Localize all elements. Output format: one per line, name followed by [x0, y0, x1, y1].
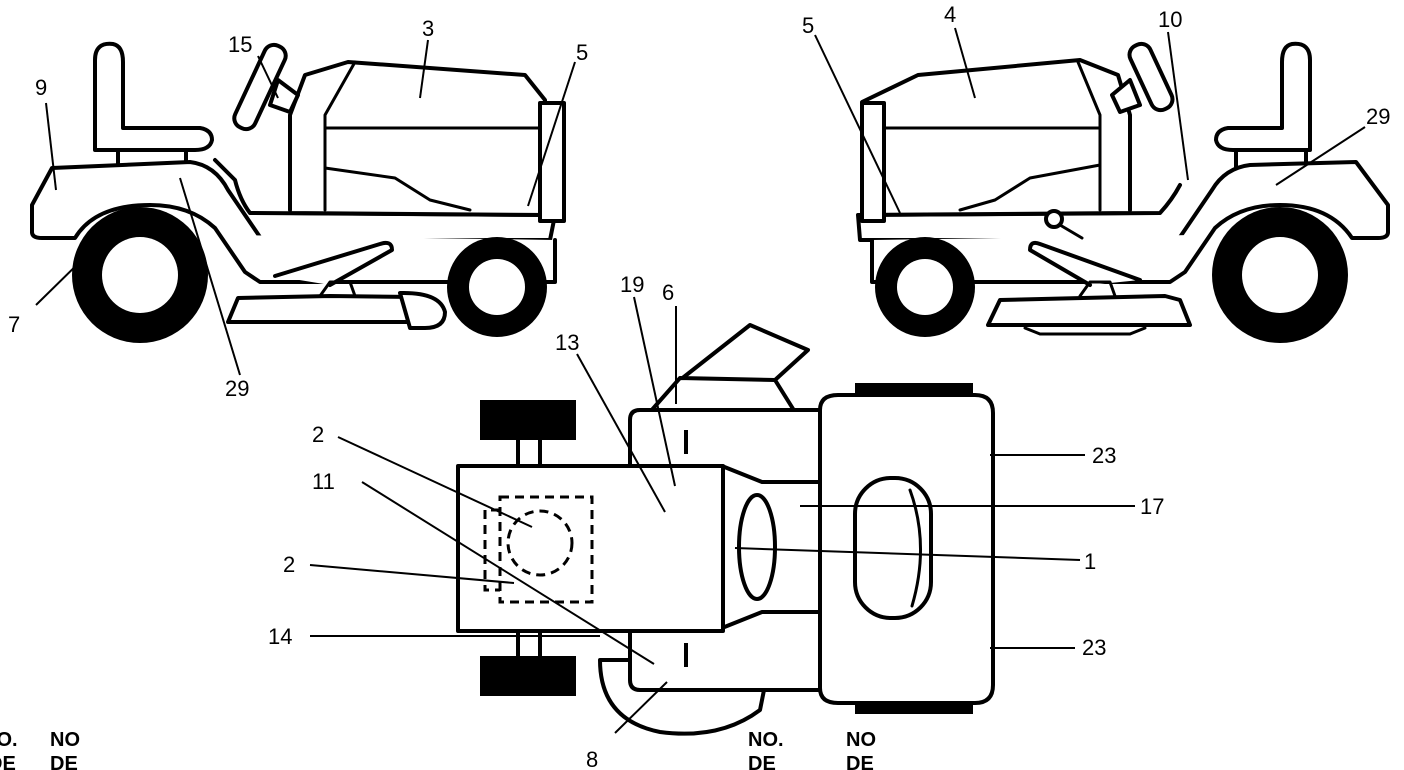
callout-top-19: 19 [620, 272, 644, 297]
callout-top-2a: 2 [312, 422, 324, 447]
callout-left-7: 7 [8, 312, 20, 337]
callout-top-14: 14 [268, 624, 292, 649]
callout-top-17: 17 [1140, 494, 1164, 519]
tractor-left-side-view [30, 41, 566, 343]
callout-top-11: 11 [312, 469, 335, 494]
parts-table-headers: NO. DE NO DE NO. DE NO DE [0, 729, 876, 770]
callout-left-9: 9 [35, 75, 47, 100]
callout-left-5: 5 [576, 40, 588, 65]
callout-labels: 9 15 3 5 7 29 5 4 10 29 19 6 13 2 11 2 1… [8, 2, 1390, 770]
callout-left-15: 15 [228, 32, 252, 57]
tractor-right-side-view [856, 41, 1390, 343]
right-table-col1-line1: NO. [748, 729, 784, 751]
callout-left-3: 3 [422, 16, 434, 41]
right-table-col2-line1: NO [846, 729, 876, 751]
left-table-col2-line1: NO [50, 729, 80, 751]
right-table-col2-line2: DE [846, 753, 874, 770]
callout-right-5: 5 [802, 13, 814, 38]
callout-top-23b: 23 [1082, 635, 1106, 660]
callout-top-13: 13 [555, 330, 579, 355]
callout-top-1: 1 [1084, 549, 1096, 574]
left-table-col1-line1: NO. [0, 729, 18, 751]
left-table-col2-line2: DE [50, 753, 78, 770]
callout-left-29: 29 [225, 376, 249, 401]
callout-right-10: 10 [1158, 7, 1182, 32]
callout-top-8: 8 [586, 747, 598, 770]
callout-right-4: 4 [944, 2, 956, 27]
callout-top-2b: 2 [283, 552, 295, 577]
leader-lines [35, 27, 1366, 734]
right-table-col1-line2: DE [748, 753, 776, 770]
callout-top-23a: 23 [1092, 443, 1116, 468]
tractor-top-view [456, 323, 995, 736]
callout-top-6: 6 [662, 280, 674, 305]
left-table-col1-line2: DE [0, 753, 16, 770]
callout-right-29: 29 [1366, 104, 1390, 129]
